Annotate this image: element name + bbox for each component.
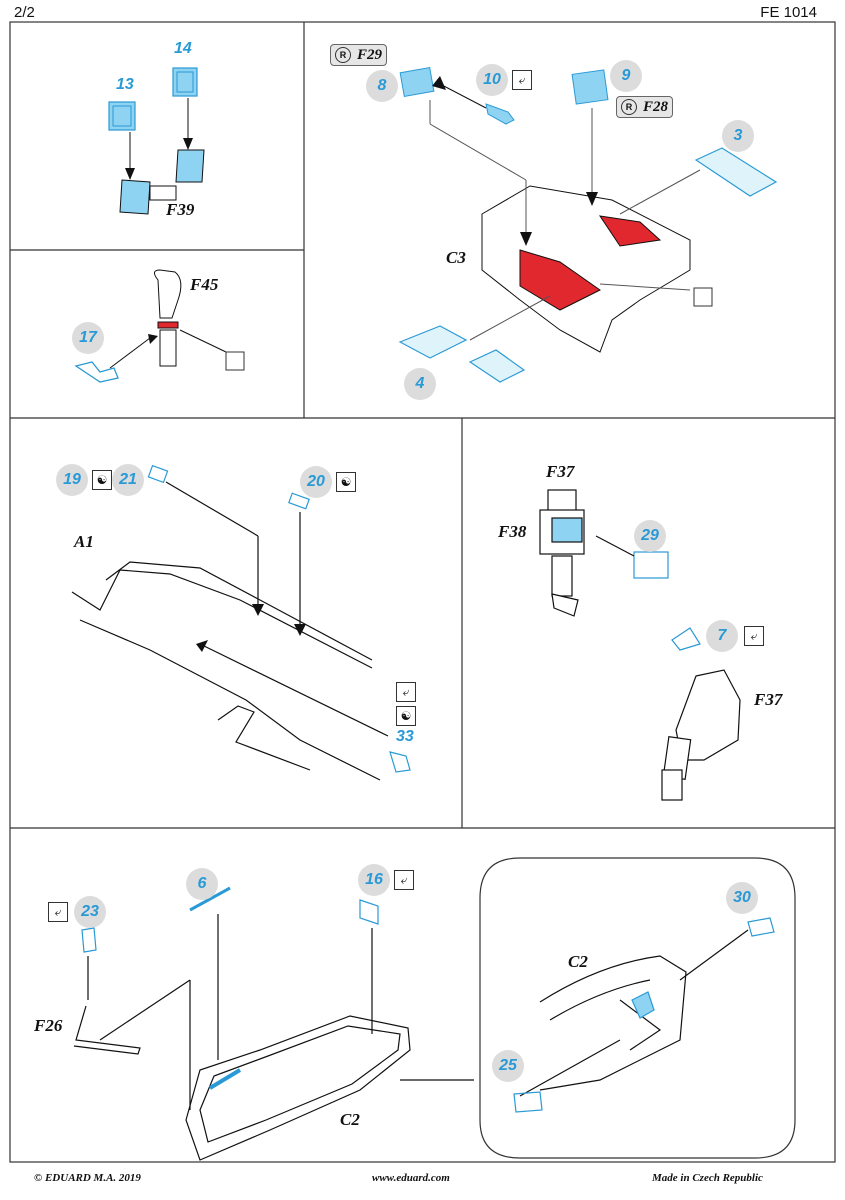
made-in: Made in Czech Republic — [652, 1172, 763, 1184]
copyright: © EDUARD M.A. 2019 — [34, 1172, 141, 1184]
panel6-parts — [73, 886, 474, 1161]
panel2-parts — [74, 269, 245, 383]
panel1-parts — [108, 67, 205, 215]
assembly-label: F38 — [498, 522, 527, 541]
fold-icon: ⤶ — [394, 870, 414, 890]
assembly-label: F26 — [34, 1016, 63, 1035]
assembly-label: F37 — [546, 462, 575, 481]
part-number: 14 — [174, 40, 192, 57]
kit-code: FE 1014 — [760, 4, 817, 21]
part-number-bubble: 7 — [706, 620, 738, 652]
part-number-bubble: 23 — [74, 896, 106, 928]
assembly-label: C3 — [446, 248, 466, 267]
fold-icon: ⤶ — [744, 626, 764, 646]
part-number-bubble: 30 — [726, 882, 758, 914]
part-number-bubble: 9 — [610, 60, 642, 92]
part-number-bubble: 20 — [300, 466, 332, 498]
ref-label: F28 — [643, 99, 669, 115]
assembly-label: A1 — [74, 532, 94, 551]
yin-yang-icon: ☯ — [396, 706, 416, 726]
part-number-bubble: 17 — [72, 322, 104, 354]
part-number-bubble: 16 — [358, 864, 390, 896]
assembly-label: F37 — [754, 690, 783, 709]
panel-borders — [9, 21, 836, 1163]
panel7-parts — [513, 917, 775, 1113]
part-number: 33 — [396, 728, 414, 745]
part-number-bubble: 3 — [722, 120, 754, 152]
part-number-bubble: 4 — [404, 368, 436, 400]
yin-yang-icon: ☯ — [92, 470, 112, 490]
assembly-label: C2 — [568, 952, 588, 971]
part-number-bubble: 21 — [112, 464, 144, 496]
panel3-parts — [398, 66, 778, 383]
part-number-bubble: 25 — [492, 1050, 524, 1082]
fold-icon: ⤶ — [396, 682, 416, 702]
website: www.eduard.com — [372, 1172, 450, 1184]
part-number-bubble: 10 — [476, 64, 508, 96]
replace-icon: R — [621, 99, 637, 115]
panel4-parts — [71, 464, 411, 781]
yin-yang-icon: ☯ — [336, 472, 356, 492]
part-number-bubble: 29 — [634, 520, 666, 552]
assembly-label: F45 — [190, 275, 219, 294]
reference-box: R F29 — [330, 44, 388, 66]
part-number-bubble: 19 — [56, 464, 88, 496]
fold-icon: ⤶ — [48, 902, 68, 922]
part-number-bubble: 6 — [186, 868, 218, 900]
ref-label: F29 — [357, 47, 383, 63]
fold-icon: ⤶ — [512, 70, 532, 90]
assembly-label: C2 — [340, 1110, 360, 1129]
page-number: 2/2 — [14, 4, 35, 21]
assembly-label: F39 — [166, 200, 195, 219]
replace-icon: R — [335, 47, 351, 63]
part-number-bubble: 8 — [366, 70, 398, 102]
part-number: 13 — [116, 76, 134, 93]
panel5-parts — [539, 489, 741, 801]
reference-box: R F28 — [616, 96, 674, 118]
